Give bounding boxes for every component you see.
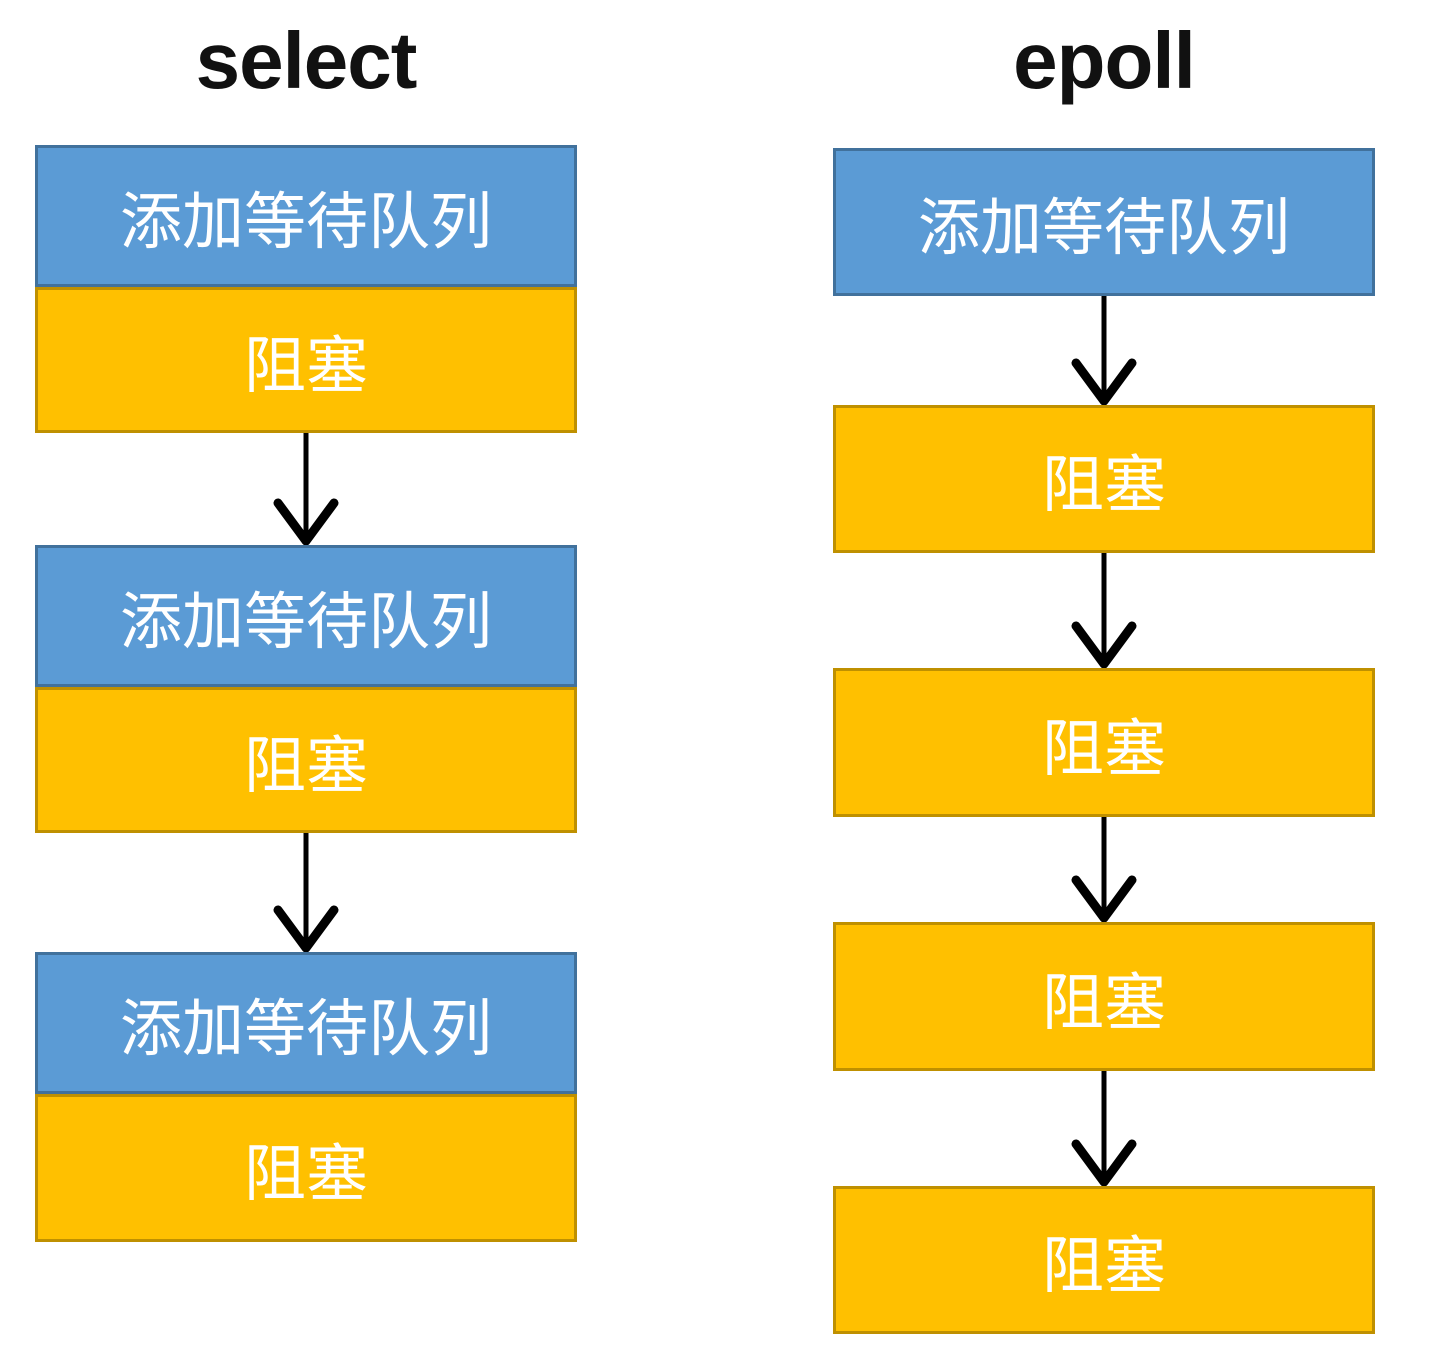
down-arrow-icon [261, 833, 351, 952]
block-box: 阻塞 [833, 405, 1375, 553]
select-title: select [195, 16, 418, 105]
block-box: 阻塞 [833, 922, 1375, 1071]
queue-box-label: 添加等待队列 [119, 588, 492, 657]
down-arrow-icon [1059, 1071, 1149, 1186]
queue-box: 添加等待队列 [35, 545, 577, 687]
block-box: 阻塞 [833, 1186, 1375, 1334]
epoll-title: epoll [1013, 16, 1196, 105]
block-box: 阻塞 [35, 687, 577, 833]
block-box-label: 阻塞 [1041, 968, 1166, 1038]
queue-box-label: 添加等待队列 [119, 188, 492, 257]
block-box: 阻塞 [833, 668, 1375, 817]
queue-box: 添加等待队列 [35, 145, 577, 287]
block-box: 阻塞 [35, 287, 577, 433]
block-box-label: 阻塞 [1041, 1232, 1166, 1301]
block-box-label: 阻塞 [243, 732, 368, 801]
block-box-label: 阻塞 [243, 1140, 368, 1209]
queue-box: 添加等待队列 [35, 952, 577, 1094]
down-arrow-icon [261, 433, 351, 545]
epoll-flow-column: epoll 添加等待队列 阻塞 阻塞 [833, 0, 1375, 1369]
queue-box-label: 添加等待队列 [119, 995, 492, 1064]
block-box-label: 阻塞 [243, 332, 368, 401]
down-arrow-icon [1059, 296, 1149, 405]
down-arrow-icon [1059, 553, 1149, 668]
queue-box-label: 添加等待队列 [917, 194, 1290, 263]
down-arrow-icon [1059, 817, 1149, 922]
select-flow-column: select 添加等待队列 阻塞 添加等待队列 阻塞 [35, 0, 577, 1369]
block-box: 阻塞 [35, 1094, 577, 1242]
block-box-label: 阻塞 [1041, 451, 1166, 520]
block-box-label: 阻塞 [1041, 714, 1166, 784]
queue-box: 添加等待队列 [833, 148, 1375, 296]
